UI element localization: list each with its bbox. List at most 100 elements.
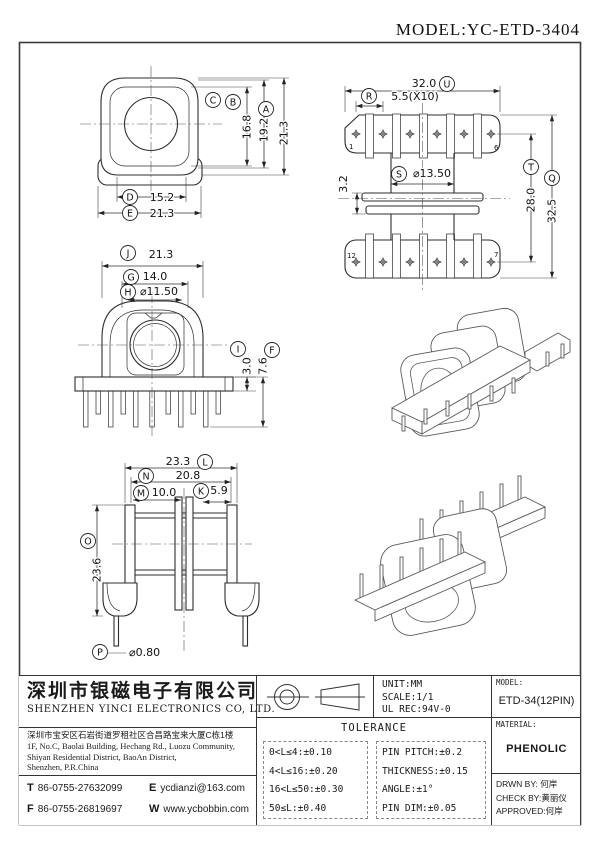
ul-spec: UL REC:94V-0: [382, 704, 451, 715]
approved-line: APPROVED:何岸: [496, 805, 578, 819]
dim-letter-q: Q: [548, 174, 555, 185]
pin-number-7: 7: [494, 251, 498, 259]
check-by-label: CHECK BY:: [496, 792, 542, 803]
fax-number: 86-0755-26819697: [37, 804, 123, 815]
phone-number: 86-0755-27632099: [37, 783, 123, 794]
company-name-cn: 深圳市银磁电子有限公司: [27, 680, 259, 702]
dim-letter-b: B: [230, 98, 237, 109]
dim-value-e: 21.3: [150, 207, 175, 220]
front-view: J 21.3 G 14.0 H ⌀11.50 I 3.0 F 7.6: [74, 245, 280, 436]
dim-letter-a: A: [263, 105, 270, 116]
dim-value-t: 28.0: [525, 188, 538, 213]
dim-value-c: 16.8: [241, 115, 254, 140]
dim-value-m: 10.0: [152, 486, 177, 499]
email-address: ycdianzi@163.com: [160, 783, 245, 794]
dim-letter-d: D: [126, 193, 133, 204]
tolerance-thickness: THICKNESS:±0.15: [382, 765, 468, 777]
pin-number-6: 6: [494, 144, 499, 152]
company-address-en-1: 1F, No.C, Baolai Building, Hechang Rd., …: [27, 741, 235, 751]
spec-tolerance-block: UNIT:MM SCALE:1/1 UL REC:94V-0 TOLERANCE…: [257, 676, 492, 825]
material-label: MATERIAL:: [496, 720, 537, 729]
dim-letter-o: O: [84, 537, 91, 548]
pin-number-12: 12: [347, 252, 356, 260]
dim-letter-g: G: [127, 273, 134, 284]
unit-spec: UNIT:MM: [382, 679, 423, 690]
tolerance-general-1: 0<L≤4:±0.10: [269, 747, 332, 758]
company-address-en-3: Shenzhen, P.R.China: [27, 762, 99, 772]
dim-letter-n: N: [142, 472, 149, 483]
dim-value-3-2: 3.2: [337, 175, 350, 193]
dim-value-a: 21.3: [278, 121, 291, 146]
dim-value-u: 32.0: [412, 77, 437, 90]
tolerance-pin-pitch: PIN PITCH:±0.2: [382, 747, 463, 758]
website-url: www.ycbobbin.com: [163, 804, 249, 815]
material-value: PHENOLIC: [506, 743, 567, 755]
approved-label: APPROVED:: [496, 806, 546, 816]
web-icon-letter: W: [149, 803, 160, 815]
dim-value-d: 15.2: [150, 191, 175, 204]
approved-name: 何岸: [545, 806, 563, 816]
dim-value-q: 32.5: [546, 199, 559, 224]
drawn-by-line: DRWN BY: 何岸: [496, 778, 578, 792]
sheet-model-title: MODEL:YC-ETD-3404: [395, 20, 580, 39]
email-icon-letter: E: [149, 782, 157, 794]
dim-value-b: 19.2: [258, 118, 271, 143]
dim-letter-k: K: [198, 487, 205, 498]
check-by-line: CHECK BY:黄丽仪: [496, 792, 578, 806]
side-view: L 23.3 N 20.8 M 10.0 K 5.9 O 23.6 P ⌀0.8…: [80, 454, 260, 660]
dim-letter-h: H: [124, 288, 131, 299]
tolerance-general-2: 4<L≤16:±0.20: [269, 765, 338, 777]
tolerance-title: TOLERANCE: [341, 722, 407, 734]
dim-letter-f: F: [269, 346, 274, 357]
check-by-name: 黄丽仪: [541, 792, 567, 803]
dim-letter-s: S: [396, 170, 402, 181]
pin-number-1: 1: [349, 143, 353, 151]
title-block: 深圳市银磁电子有限公司 SHENZHEN YINCI ELECTRONICS C…: [19, 675, 580, 825]
dim-letter-r: R: [366, 92, 373, 103]
dim-letter-m: M: [137, 489, 145, 500]
dim-value-f: 7.6: [257, 357, 270, 375]
dim-letter-p: P: [97, 648, 103, 659]
dim-value-l: 23.3: [166, 455, 191, 468]
tolerance-general-4: 50≤L:±0.40: [269, 802, 327, 814]
dim-value-i: 3.0: [241, 357, 254, 375]
dim-letter-u: U: [444, 80, 451, 91]
drawn-by-label: DRWN BY:: [496, 779, 538, 789]
dim-value-k: 5.9: [210, 484, 228, 497]
dim-letter-i: I: [237, 345, 240, 356]
dim-value-o: 23.6: [91, 558, 104, 583]
tolerance-general-box: 0<L≤4:±0.10 4<L≤16:±0.20 16<L≤50:±0.30 5…: [263, 741, 368, 819]
dim-letter-j: J: [126, 249, 130, 260]
dim-letter-e: E: [127, 209, 133, 220]
model-value: ETD-34(12PIN): [498, 695, 575, 707]
dim-letter-t: T: [527, 163, 534, 174]
company-block: 深圳市银磁电子有限公司 SHENZHEN YINCI ELECTRONICS C…: [19, 676, 276, 825]
plan-view: 1 6 12 7 32.0 U R 5.5(X10) S: [336, 76, 560, 290]
iso-view-upper: [391, 307, 571, 437]
scale-spec: SCALE:1/1: [382, 691, 434, 703]
dim-value-n: 20.8: [176, 469, 201, 482]
model-label: MODEL:: [496, 678, 524, 687]
company-address-cn: 深圳市宝安区石岩街道罗租社区合昌路宝来大厦C栋1楼: [27, 730, 234, 740]
drawn-by-name: 何岸: [540, 779, 558, 789]
company-name-en: SHENZHEN YINCI ELECTRONICS CO, LTD.: [27, 704, 276, 715]
tolerance-general-3: 16<L≤50:±0.30: [269, 784, 344, 795]
model-material-block: MODEL: ETD-34(12PIN) MATERIAL: PHENOLIC …: [492, 676, 580, 825]
face-view: C 16.8 B 19.2 A 21.3 D 15.2 E 21.3: [80, 66, 292, 221]
dim-letter-c: C: [210, 96, 217, 107]
dim-value-s: ⌀13.50: [413, 167, 451, 180]
dim-value-g: 14.0: [143, 270, 168, 283]
tolerance-pin-dim: PIN DIM:±0.05: [382, 802, 457, 814]
phone-icon-letter: T: [27, 782, 34, 794]
dim-value-h: ⌀11.50: [140, 285, 178, 298]
tolerance-angle: ANGLE:±1°: [382, 784, 434, 795]
iso-view-lower: [353, 475, 547, 636]
projection-symbol: [257, 676, 373, 717]
fax-icon-letter: F: [27, 803, 34, 815]
